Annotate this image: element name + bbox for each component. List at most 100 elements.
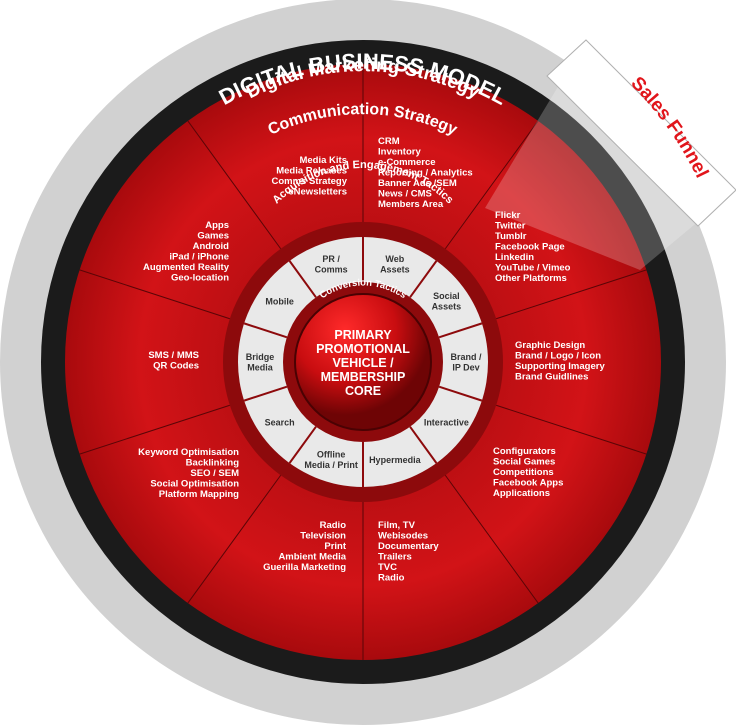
segment-line: Radio: [378, 573, 405, 584]
segment-line: Graphic Design: [515, 340, 585, 351]
segment-line: Guerilla Marketing: [263, 562, 346, 573]
segment-line: Documentary: [378, 541, 439, 552]
segment-line: Print: [324, 541, 346, 552]
tactic-dividers: [243, 237, 483, 487]
tactic-brand-ip-dev: Brand /IP Dev: [450, 352, 482, 373]
tactic-search: Search: [265, 418, 295, 428]
segment-line: Brand Guidlines: [515, 372, 588, 383]
segment-divider: [79, 269, 231, 320]
segment-line: Facebook Page: [495, 242, 565, 253]
tactic-line: Offline: [317, 450, 346, 460]
segment-line: Applications: [493, 488, 550, 499]
segment-line: Film, TV: [378, 520, 416, 531]
segment-line: Flickr: [495, 210, 521, 221]
segment-line: CRM: [378, 136, 400, 147]
sales-funnel-label-band: [546, 39, 736, 227]
core-line: PRIMARY: [334, 328, 392, 342]
tactic-line: Brand /: [450, 352, 482, 362]
segment-divider: [495, 404, 647, 455]
segment-line: Tumblr: [495, 231, 527, 242]
segment-line: Radio: [320, 520, 347, 531]
tactic-divider: [409, 426, 438, 464]
segment-line: Banner Ads /SEM: [378, 178, 457, 189]
segment-dividers: [79, 64, 647, 660]
core-circle: [294, 293, 432, 431]
tactic-line: IP Dev: [452, 362, 479, 372]
segment-line: Webisodes: [378, 531, 428, 542]
segment-divider: [444, 120, 539, 250]
tactic-divider: [243, 322, 288, 339]
segment-line: Backlinking: [186, 458, 240, 469]
tactic-line: Media / Print: [304, 460, 358, 470]
segment-line: Facebook Apps: [493, 478, 563, 489]
segment-divider: [444, 474, 539, 604]
tactic-divider: [288, 426, 317, 464]
tactic-mobile: Mobile: [265, 296, 294, 306]
segment-line: Twitter: [495, 221, 526, 232]
segment-line: Linkedin: [495, 252, 534, 263]
segment-line: Social Games: [493, 457, 555, 468]
segment-line: Platform Mapping: [159, 489, 239, 500]
segment-line: Keyword Optimisation: [138, 447, 239, 458]
tactic-line: Hypermedia: [369, 455, 422, 465]
segment-line: Configurators: [493, 446, 556, 457]
segment-line: Other Platforms: [495, 273, 567, 284]
tactic-line: Assets: [380, 264, 410, 274]
segment-divider: [187, 474, 282, 604]
segment-divider: [79, 404, 231, 455]
segment-line: Trailers: [378, 552, 412, 563]
tactic-pr-comms: PR /Comms: [315, 254, 348, 275]
segment-line: Comms Strategy: [272, 176, 348, 187]
tactic-line: Bridge: [246, 352, 275, 362]
core-line: CORE: [345, 384, 381, 398]
segment-line: iPad / iPhone: [169, 252, 229, 263]
tactic-line: Media: [247, 362, 274, 372]
tactic-line: Social: [433, 291, 460, 301]
segment-line: Competitions: [493, 467, 554, 478]
segment-line: Inventory: [378, 147, 421, 158]
segment-line: Media Releases: [276, 166, 347, 177]
segment-line: Games: [197, 231, 229, 242]
sales-funnel-wedge: [485, 40, 736, 270]
segment-line: SMS / MMS: [148, 350, 199, 361]
segment-divider: [495, 269, 647, 320]
segment-line: Geo-location: [171, 273, 229, 284]
segment-line: Apps: [205, 220, 229, 231]
tactic-divider: [288, 260, 317, 298]
segment-line: QR Codes: [153, 361, 199, 372]
core-line: MEMBERSHIP: [321, 370, 406, 384]
segment-line: Social Optimisation: [150, 479, 239, 490]
segment-line: News / CMS: [378, 189, 432, 200]
tactic-line: Web: [385, 254, 404, 264]
segment-line: Television: [300, 531, 346, 542]
segment-line: SEO / SEM: [190, 468, 239, 479]
segment-line: Members Area: [378, 199, 444, 210]
tactic-divider: [438, 385, 483, 402]
tactic-divider: [409, 260, 438, 298]
core-line: PROMOTIONAL: [316, 342, 410, 356]
segment-line: Reporting / Analytics: [378, 168, 473, 179]
tactic-line: Comms: [315, 264, 348, 274]
tactic-line: Interactive: [424, 418, 469, 428]
tactic-divider: [243, 385, 288, 402]
segment-line: Android: [193, 241, 230, 252]
tactic-interactive: Interactive: [424, 418, 469, 428]
segment-line: Ambient Media: [278, 552, 346, 563]
